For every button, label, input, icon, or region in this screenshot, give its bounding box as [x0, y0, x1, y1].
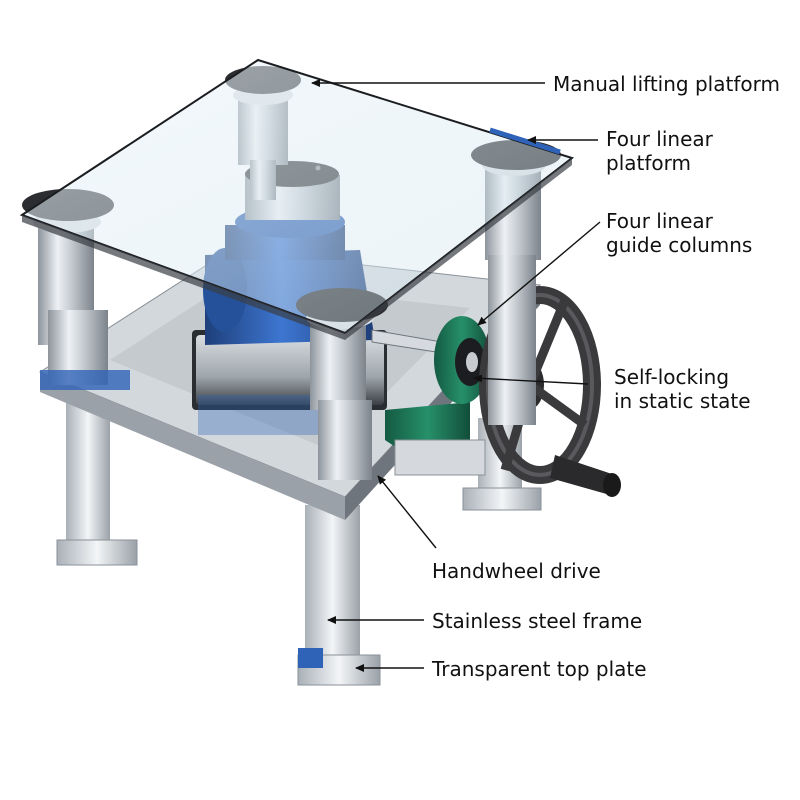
transparent-top-plate — [19, 58, 575, 340]
callout-self-locking-static: Self-locking in static state — [614, 365, 751, 413]
leg-front-right-foot — [297, 654, 381, 686]
callout-labels: Manual lifting platform Four linear plat… — [431, 72, 780, 681]
callout-manual-lifting-platform: Manual lifting platform — [553, 72, 780, 96]
callout-four-linear-platform: Four linear platform — [606, 127, 719, 175]
leg-front-right-accent — [298, 648, 323, 668]
leg-front-right — [305, 505, 360, 665]
pillow-block-bearing — [385, 316, 490, 476]
callout-leaders — [311, 79, 601, 672]
leg-back-right-foot — [462, 487, 542, 511]
leader-self-locking-static — [473, 374, 589, 385]
leg-front-left-foot — [56, 539, 138, 566]
callout-four-linear-guide-columns: Four linear guide columns — [606, 209, 752, 257]
leg-front-left — [66, 395, 110, 550]
leader-four-linear-guide-columns — [477, 221, 601, 326]
callout-transparent-top-plate: Transparent top plate — [431, 657, 647, 681]
leader-handwheel-drive — [377, 475, 437, 549]
callout-handwheel-drive: Handwheel drive — [432, 559, 601, 583]
callout-stainless-steel-frame: Stainless steel frame — [432, 609, 642, 633]
